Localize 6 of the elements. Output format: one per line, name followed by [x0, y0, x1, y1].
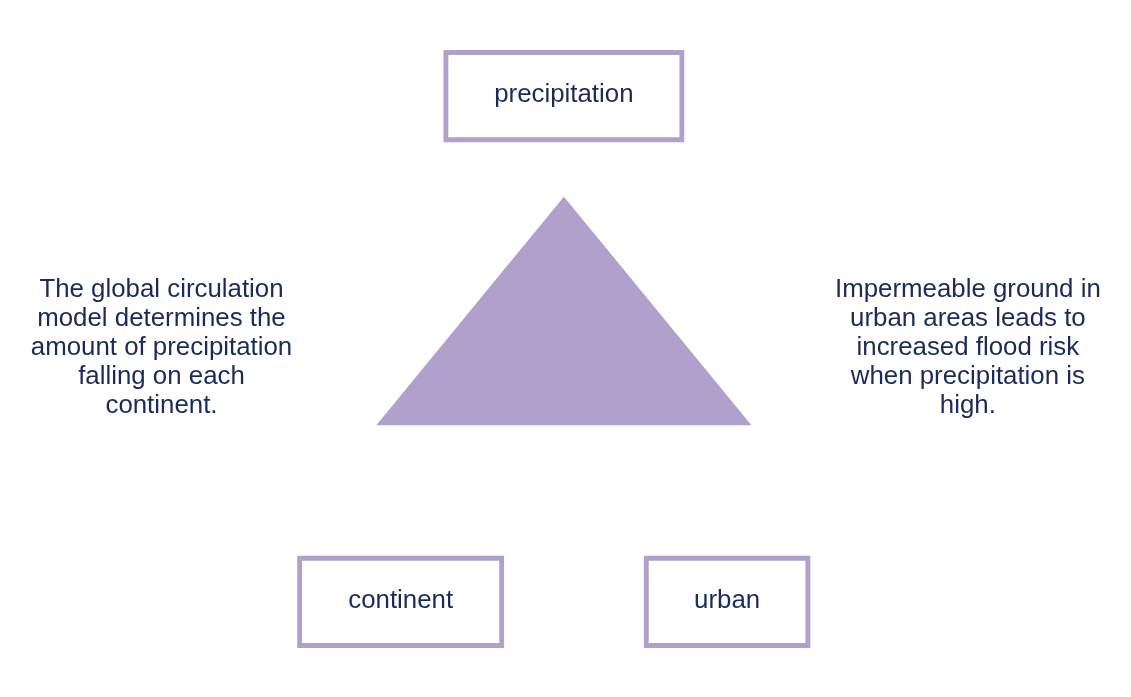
node-box: continent [297, 555, 505, 648]
node-triangle [376, 196, 752, 425]
node-box: precipitation [443, 49, 685, 142]
label: The global circulation model determines the amount of precipitation falling on each continent. [30, 273, 293, 418]
label: Impermeable ground in urban areas leads to increased flood risk when precipitation is high. [834, 273, 1101, 418]
node-box: urban [643, 555, 811, 648]
